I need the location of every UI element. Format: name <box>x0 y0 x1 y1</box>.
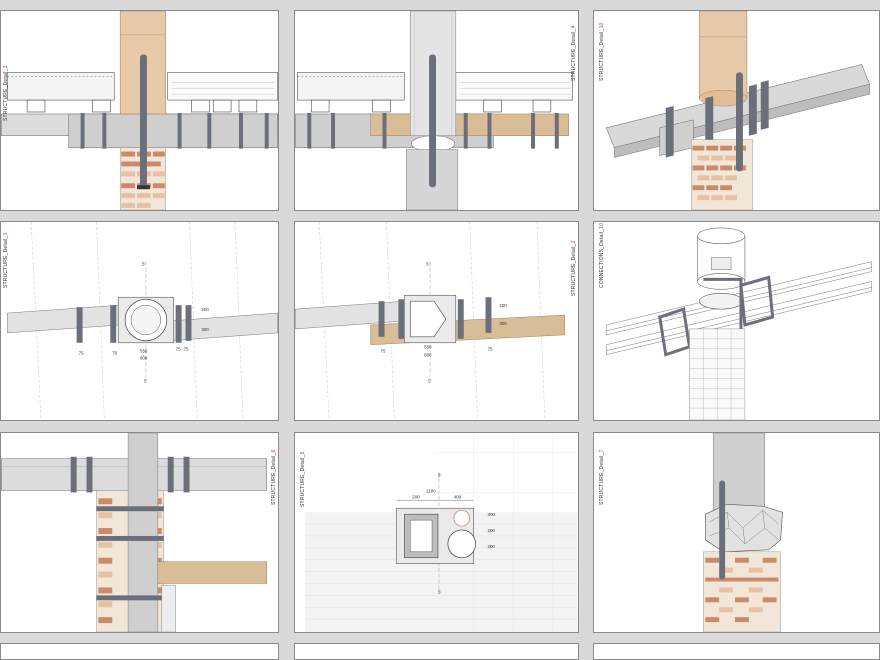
dim-side1: 200 <box>499 303 507 308</box>
sheet-label: STRUCTURE_Detail_5 <box>300 451 306 507</box>
drawing-plan-floor-pattern: 5' 5' 1100 200 400 300 200 200 <box>305 433 578 632</box>
sheet-label-number: 3 <box>3 65 9 69</box>
dim-side2: 200 <box>487 528 495 533</box>
dim-top: 5' <box>426 262 429 267</box>
sheet-label-text: STRUCTURE_Detail_ <box>3 235 9 288</box>
sheet-label-text: STRUCTURE_Detail_ <box>571 28 577 81</box>
detail-sheet-structure-2: 5' 5' 550 800 75 75 200 300 STRUCTURE_De… <box>294 221 579 421</box>
drawing-axonometric-beam-column <box>605 11 871 210</box>
sheet-label: STRUCTURE_Detail_4 <box>571 25 577 81</box>
dim-d3: 75 <box>381 349 386 354</box>
drawing-plan-square-column: 5' 5' 550 800 75 75 200 300 <box>295 222 565 420</box>
dim-side3: 200 <box>487 544 495 549</box>
sheet-label-number: 7 <box>599 449 605 453</box>
dim-d2: 200 <box>412 494 420 499</box>
dim-d3: 400 <box>454 494 462 499</box>
dim-d1: 550 <box>140 349 148 354</box>
detail-sheet-partial-left <box>0 643 279 660</box>
drawing-axonometric-exploded-connection <box>606 227 872 420</box>
dim-bottom: 5' <box>428 378 431 383</box>
dim-d1: 1100 <box>426 488 436 493</box>
sheet-label: STRUCTURE_Detail_1 <box>3 232 9 288</box>
dim-bottom: 5' <box>438 589 441 594</box>
drawing-plan-circular-column: 5' 5' 550 800 75 75 75 75 200 300 <box>7 222 278 420</box>
dim-side2: 300 <box>499 321 507 326</box>
sheet-label-number: 4 <box>571 25 577 29</box>
sheet-label-number: 2 <box>571 240 577 244</box>
sheet-label: CONNECTIONS_Detail_10 <box>599 223 605 288</box>
dim-d4: 75 <box>112 351 117 356</box>
sheet-label: STRUCTURE_Detail_10 <box>599 22 605 81</box>
drawing-section-column-brick-pier <box>1 433 267 632</box>
dim-d2: 800 <box>140 356 148 361</box>
drawing-elevation-column-stone-capital <box>703 433 783 632</box>
dim-d3: 75 <box>79 351 84 356</box>
sheet-label-number: 1 <box>3 232 9 236</box>
sheet-label-text: CONNECTIONS_Detail_ <box>599 228 605 288</box>
dim-d2: 800 <box>424 353 432 358</box>
detail-sheet-structure-5: 5' 5' 1100 200 400 300 200 200 STRUCTURE… <box>294 432 579 633</box>
sheet-label-text: STRUCTURE_Detail_ <box>599 28 605 81</box>
dim-side1: 200 <box>201 307 209 312</box>
detail-sheet-structure-4: STRUCTURE_Detail_4 <box>294 10 579 211</box>
sheet-label-text: STRUCTURE_Detail_ <box>271 452 277 505</box>
sheet-label-number: 10 <box>599 22 605 29</box>
sheet-label: STRUCTURE_Detail_3 <box>3 65 9 121</box>
sheet-label: STRUCTURE_Detail_7 <box>599 449 605 505</box>
detail-sheet-structure-6: STRUCTURE_Detail_6 <box>0 432 279 633</box>
sheet-label-number: 5 <box>300 451 306 455</box>
sheet-label-number: 6 <box>271 449 277 453</box>
sheet-label-text: STRUCTURE_Detail_ <box>599 452 605 505</box>
detail-sheet-connections-10: CONNECTIONS_Detail_10 <box>593 221 880 421</box>
dim-d5: 75 <box>176 347 181 352</box>
dim-d6: 75 <box>184 347 189 352</box>
dim-side1: 300 <box>487 512 495 517</box>
dim-bottom: 5' <box>144 378 147 383</box>
dim-side2: 300 <box>201 327 209 332</box>
dim-d4: 75 <box>487 347 492 352</box>
sheet-label-text: STRUCTURE_Detail_ <box>300 454 306 507</box>
dim-d1: 550 <box>424 345 432 350</box>
detail-sheet-partial-right <box>593 643 880 660</box>
sheet-label: STRUCTURE_Detail_2 <box>571 240 577 296</box>
sheet-label-text: STRUCTURE_Detail_ <box>3 68 9 121</box>
sheet-label-number: 10 <box>599 222 605 229</box>
detail-sheet-structure-3: STRUCTURE_Detail_3 <box>0 10 279 211</box>
sheet-label-text: STRUCTURE_Detail_ <box>571 243 577 296</box>
dim-top: 5' <box>438 473 441 478</box>
detail-sheet-structure-1: 5' 5' 550 800 75 75 75 75 200 300 STRUCT… <box>0 221 279 421</box>
dim-top: 5' <box>142 262 145 267</box>
detail-sheet-partial-middle <box>294 643 579 660</box>
drawing-elevation-column-brick-pier <box>1 11 278 210</box>
drawing-elevation-column-concrete-base <box>295 11 573 210</box>
sheet-label: STRUCTURE_Detail_6 <box>271 449 277 505</box>
detail-sheet-structure-10: STRUCTURE_Detail_10 <box>593 10 880 211</box>
detail-sheet-structure-7: STRUCTURE_Detail_7 <box>593 432 880 633</box>
